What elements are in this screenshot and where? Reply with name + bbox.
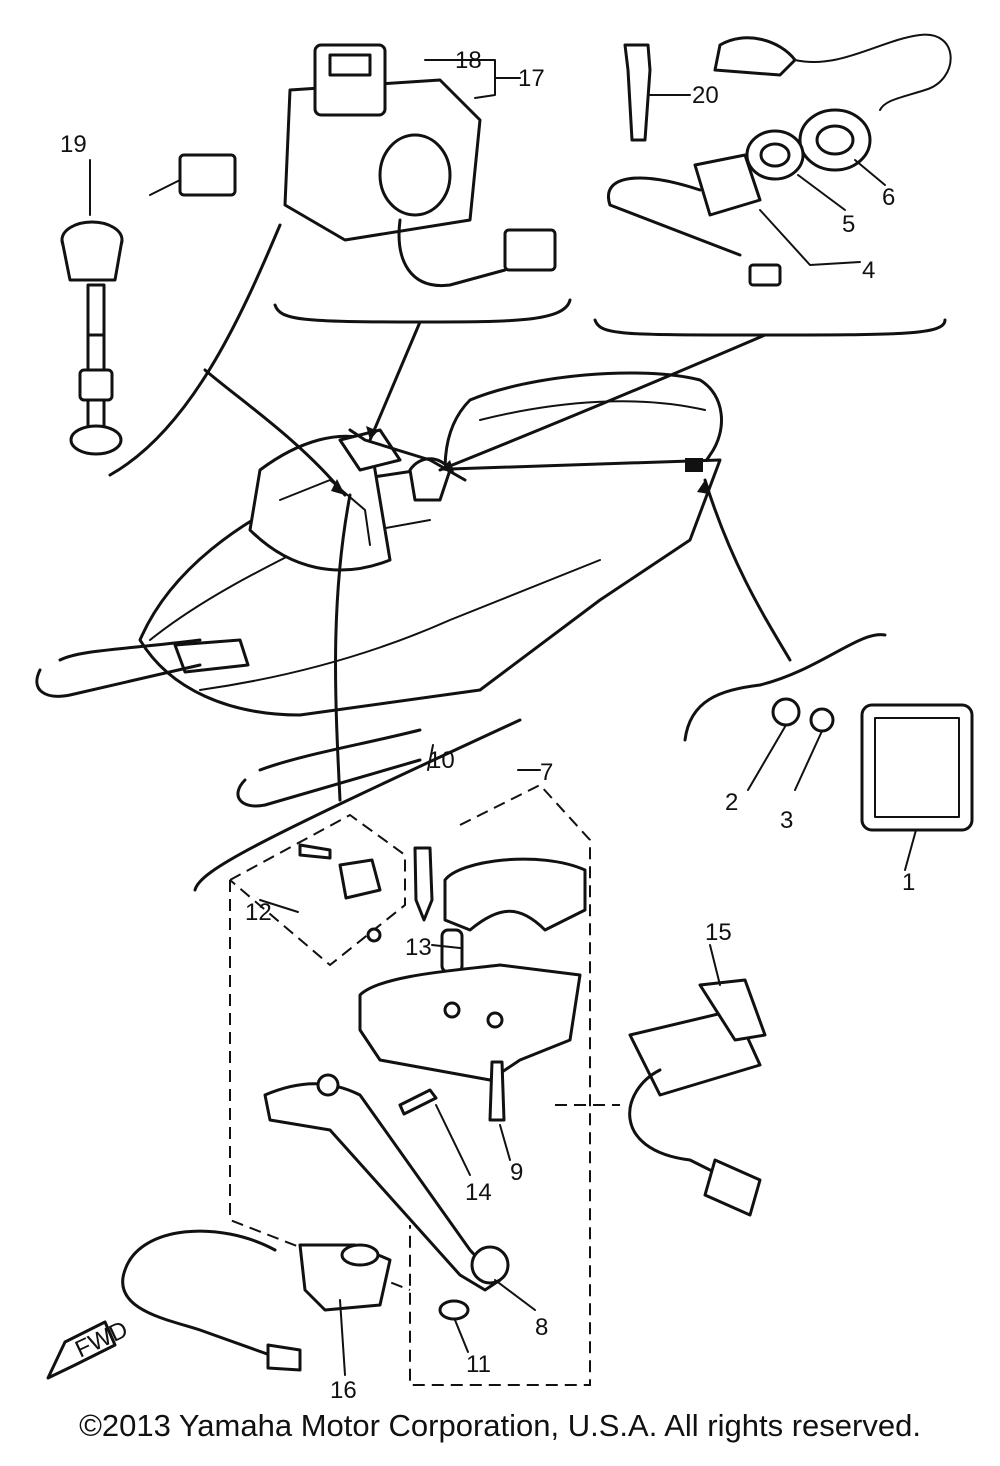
callout-6: 6	[882, 184, 895, 211]
callout-20: 20	[692, 82, 719, 109]
callout-13: 13	[405, 934, 432, 961]
callout-9: 9	[510, 1159, 523, 1186]
callout-4: 4	[862, 257, 875, 284]
callout-8: 8	[535, 1314, 548, 1341]
callout-5: 5	[842, 211, 855, 238]
leader-lines	[89, 59, 917, 1376]
callout-3: 3	[780, 807, 793, 834]
callout-12: 12	[245, 899, 272, 926]
snowmobile-illustration	[35, 371, 723, 808]
part-17-18-group	[273, 43, 572, 442]
callout-14: 14	[465, 1179, 492, 1206]
callout-19: 19	[60, 131, 87, 158]
callout-17: 17	[518, 65, 545, 92]
callout-18: 18	[455, 47, 482, 74]
callout-2: 2	[725, 789, 738, 816]
part-19-group	[60, 153, 347, 497]
callout-1: 1	[902, 869, 915, 896]
copyright-notice: ©2013 Yamaha Motor Corporation, U.S.A. A…	[79, 1408, 921, 1443]
callout-10: 10	[428, 747, 455, 774]
part-1-2-3-group	[683, 478, 974, 832]
callout-15: 15	[705, 919, 732, 946]
callout-16: 16	[330, 1377, 357, 1400]
throttle-assembly: FWD	[46, 493, 767, 1386]
callout-11: 11	[466, 1351, 491, 1378]
callout-labels: 1 2 3 4 5 6 7 8 9 10 11 12 13 14 15 16 1…	[60, 47, 915, 1400]
part-4-5-6-20-group	[438, 33, 952, 472]
callout-7: 7	[540, 759, 553, 786]
parts-diagram: FWD 1 2 3 4 5 6 7 8 9 10 11	[35, 33, 974, 1400]
